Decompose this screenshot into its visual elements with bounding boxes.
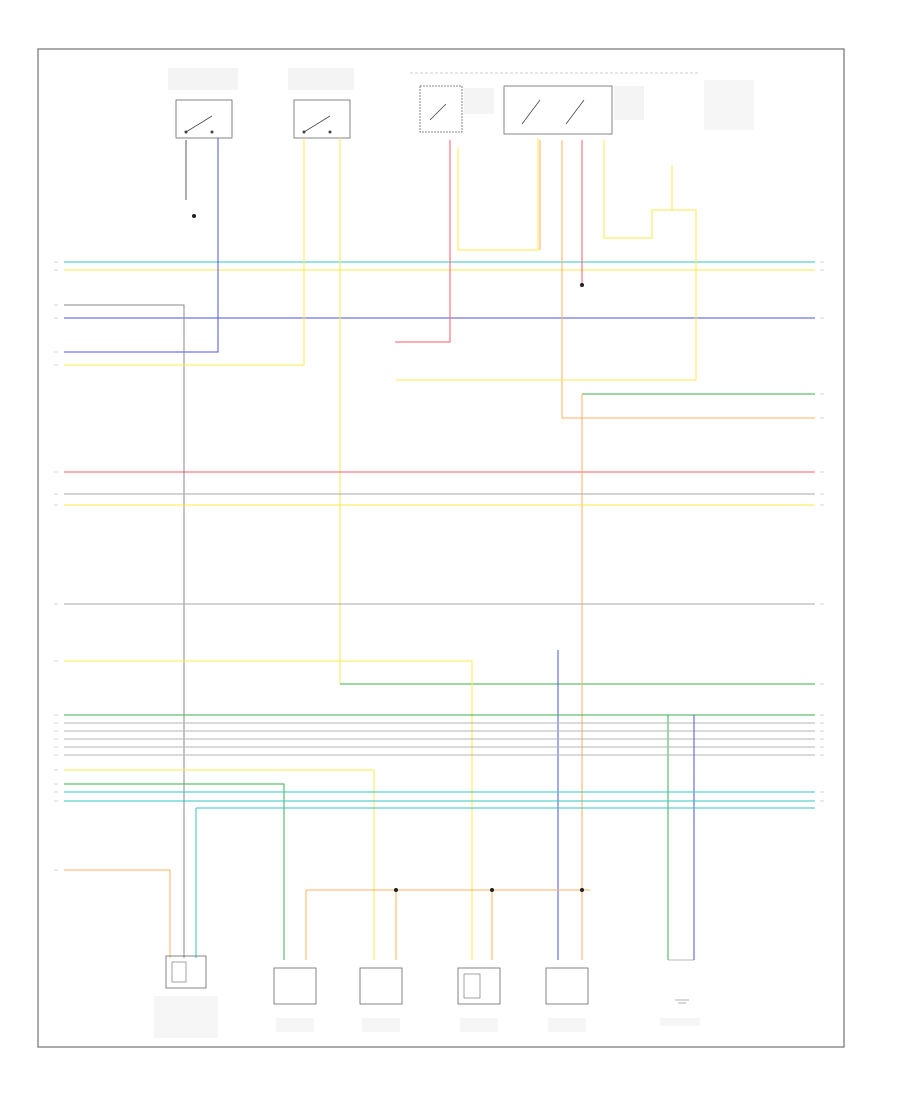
sensor-1 <box>154 955 218 1038</box>
ground-1 <box>660 959 700 1026</box>
diagram-frame <box>37 48 845 1048</box>
injector-3 <box>457 967 501 1032</box>
injector-4 <box>545 967 589 1032</box>
injector-2 <box>359 967 403 1032</box>
relay-2 <box>503 85 644 135</box>
connector-ticks <box>54 261 824 871</box>
relay-1 <box>419 85 494 133</box>
fuse-label-block <box>704 80 754 130</box>
switch-2 <box>288 68 354 139</box>
wiring <box>64 138 815 960</box>
injector-1 <box>273 967 317 1032</box>
switch-1 <box>168 68 238 139</box>
splice-points <box>192 214 584 892</box>
